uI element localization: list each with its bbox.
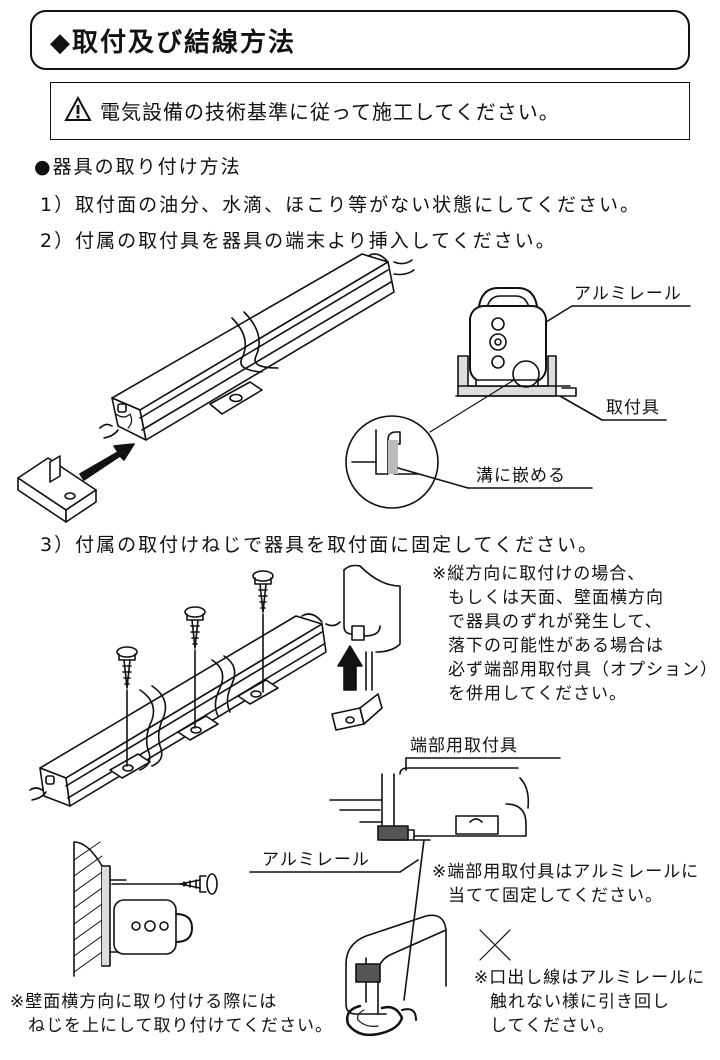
note-line: 必ず端部用取付具（オプション） bbox=[448, 660, 718, 680]
vertical-fixture bbox=[344, 566, 400, 691]
fixture-step3 bbox=[30, 614, 340, 806]
wire-routing bbox=[346, 915, 510, 1035]
insert-arrow bbox=[80, 444, 134, 480]
wall-section bbox=[74, 842, 192, 976]
label-alumi-rail-2: アルミレール bbox=[262, 850, 370, 870]
bracket-step2 bbox=[18, 456, 96, 522]
leader-groove bbox=[398, 468, 468, 488]
fixture-step2 bbox=[100, 254, 414, 440]
note-wall: ※壁面横方向に取り付ける際には ねじを上にして取り付けてください。 bbox=[10, 990, 333, 1038]
step-3: 3）付属の取付けねじで器具を取付面に固定してください。 bbox=[40, 534, 599, 556]
label-groove: 溝に嵌める bbox=[476, 466, 566, 486]
note-line: してください。 bbox=[490, 1016, 615, 1036]
screw-2 bbox=[185, 607, 205, 648]
label-mounting-bracket: 取付具 bbox=[606, 398, 660, 418]
wall-screw bbox=[180, 874, 217, 894]
screw-3 bbox=[253, 571, 273, 612]
note-wire: ※口出し線はアルミレールに 触れない様に引き回し してください。 bbox=[474, 966, 705, 1038]
note-line: で器具のずれが発生して、 bbox=[448, 612, 663, 632]
note-line: ※壁面横方向に取り付ける際には bbox=[10, 992, 278, 1012]
note-line: ねじを上にして取り付けてください。 bbox=[28, 1016, 333, 1036]
leader-wire bbox=[404, 840, 424, 1000]
note-line: 触れない様に引き回し bbox=[490, 992, 670, 1012]
note-line: 落下の可能性がある場合は bbox=[448, 636, 664, 656]
section-heading: ●器具の取り付け方法 bbox=[34, 156, 242, 178]
page-title: ◆取付及び結線方法 bbox=[50, 28, 297, 58]
note-line: 当てて固定してください。 bbox=[448, 886, 663, 906]
note-line: ※口出し線はアルミレールに bbox=[474, 968, 706, 988]
end-bracket-small bbox=[332, 694, 382, 730]
label-alumi-rail-1: アルミレール bbox=[574, 284, 682, 304]
leader-rail-2 bbox=[400, 860, 418, 872]
leader-bracket bbox=[560, 396, 602, 420]
screw-1 bbox=[117, 647, 137, 688]
diamond-icon: ◆ bbox=[50, 28, 72, 58]
note-line: もしくは天面、壁面横方向 bbox=[448, 588, 664, 608]
step-2: 2）付属の取付具を器具の端末より挿入してください。 bbox=[40, 230, 557, 252]
note-end-bracket: ※端部用取付具はアルミレールに 当てて固定してください。 bbox=[432, 860, 699, 908]
zoom-circle bbox=[346, 416, 438, 508]
up-arrow bbox=[338, 646, 362, 690]
step-1: 1）取付面の油分、水滴、ほこり等がない状態にしてください。 bbox=[40, 194, 641, 216]
warning-text: 電気設備の技術基準に従って施工してください。 bbox=[100, 100, 560, 124]
end-bracket-detail bbox=[330, 768, 528, 840]
note-line: を併用してください。 bbox=[448, 684, 627, 704]
note-line: ※端部用取付具はアルミレールに bbox=[432, 862, 700, 882]
title-box bbox=[30, 10, 690, 70]
screws bbox=[117, 571, 273, 766]
warning-triangle-icon bbox=[64, 96, 92, 121]
label-end-bracket: 端部用取付具 bbox=[410, 736, 518, 756]
rail-cross-section bbox=[456, 288, 576, 396]
note-line: ※縦方向に取付けの場合、 bbox=[432, 564, 646, 584]
warning-box bbox=[50, 82, 690, 140]
leader-rail-1 bbox=[546, 306, 572, 322]
note-vertical: ※縦方向に取付けの場合、 もしくは天面、壁面横方向 で器具のずれが発生して、 落… bbox=[432, 562, 718, 706]
zoom-line bbox=[430, 380, 514, 432]
